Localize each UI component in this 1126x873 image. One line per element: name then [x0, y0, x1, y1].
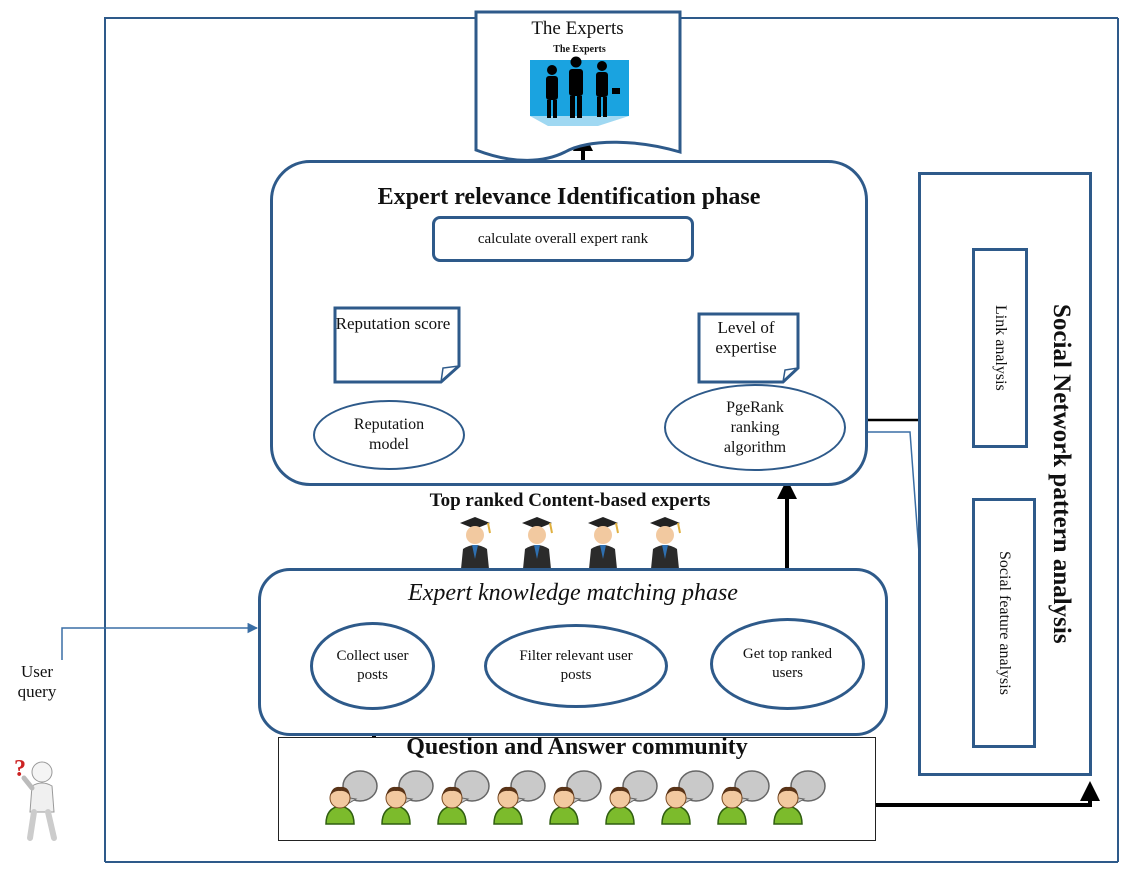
filter-node: Filter relevant user posts — [484, 624, 668, 708]
user-speech-bubble-icon — [605, 770, 658, 825]
matching-phase-title: Expert knowledge matching phase — [408, 580, 738, 606]
user-speech-bubble-icon — [717, 770, 770, 825]
arrow-user-query-to-matching — [61, 622, 259, 660]
pagerank-label: PgeRank ranking algorithm — [723, 398, 787, 456]
top-ranked-label: Top ranked Content-based experts — [429, 490, 711, 511]
graduate-icon — [650, 517, 681, 569]
user-speech-bubble-icon — [773, 770, 826, 825]
user-query-label: User query — [17, 662, 57, 701]
arrow-community-to-social — [875, 781, 1100, 807]
collect-label: Collect user posts — [336, 648, 409, 683]
user-speech-bubble-icon — [493, 770, 546, 825]
graduate-icon — [588, 517, 619, 569]
user-speech-bubble-icon — [381, 770, 434, 825]
link-analysis-label: Link analysis — [972, 248, 1028, 448]
link-analysis-box — [972, 248, 1028, 448]
pagerank-node: PgeRank ranking algorithm — [664, 384, 846, 471]
outer-frame — [104, 17, 1118, 862]
reputation-score-shape — [333, 306, 461, 384]
overall-rank-label: calculate overall expert rank — [477, 230, 649, 247]
social-feature-text: Social feature analysis — [996, 551, 1013, 695]
experts-title: The Experts — [531, 18, 624, 39]
social-network-title-text: Social Network pattern analysis — [1048, 304, 1075, 644]
level-of-expertise-label: Level of expertise — [715, 318, 777, 357]
graduate-icon — [522, 517, 553, 569]
social-feature-box — [972, 498, 1036, 748]
level-of-expertise-shape — [697, 312, 800, 384]
filter-label: Filter relevant user posts — [519, 648, 633, 683]
user-speech-bubble-icon — [325, 770, 378, 825]
reputation-model-label: Reputation model — [353, 416, 425, 453]
link-analysis-text: Link analysis — [992, 305, 1009, 391]
user-speech-bubble-icon — [549, 770, 602, 825]
experts-image-caption: The Experts — [553, 44, 606, 55]
graduates-group — [460, 517, 681, 569]
user-speech-bubble-icon — [661, 770, 714, 825]
reputation-model-node: Reputation model — [313, 400, 465, 470]
social-feature-label: Social feature analysis — [972, 498, 1036, 748]
collect-node: Collect user posts — [310, 622, 435, 710]
question-mark-person-icon: ? — [14, 756, 57, 841]
qa-community-title: Question and Answer community — [406, 734, 748, 760]
overall-rank-box: calculate overall expert rank — [432, 216, 694, 262]
reputation-score-label: Reputation score — [335, 314, 451, 333]
community-users-group — [325, 770, 826, 825]
svg-text:?: ? — [14, 756, 26, 782]
get-top-node: Get top ranked users — [710, 618, 865, 710]
get-top-label: Get top ranked users — [742, 646, 833, 681]
identification-phase-title: Expert relevance Identification phase — [377, 184, 761, 210]
business-people-icon — [528, 44, 631, 126]
user-speech-bubble-icon — [437, 770, 490, 825]
graduate-icon — [460, 517, 491, 569]
social-network-title: Social Network pattern analysis — [1036, 172, 1086, 776]
